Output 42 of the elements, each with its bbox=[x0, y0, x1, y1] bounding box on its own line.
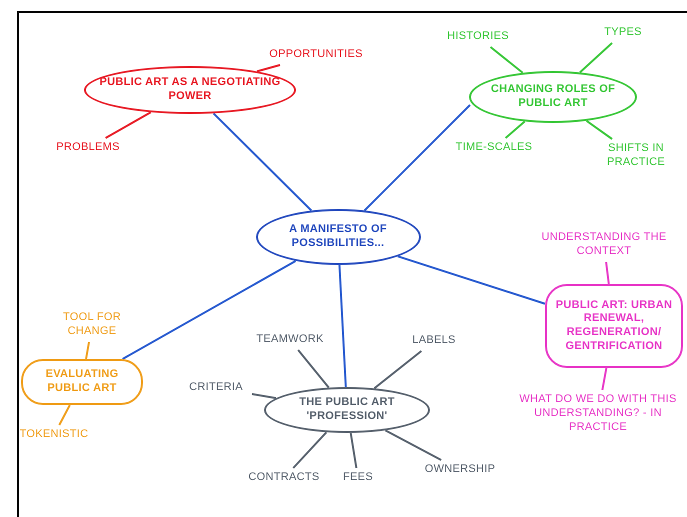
branch-label: LABELS bbox=[405, 333, 463, 349]
connector-line bbox=[58, 404, 71, 426]
branch-label: CRITERIA bbox=[182, 380, 250, 396]
branch-label: FEES bbox=[336, 470, 380, 486]
branch-label: TYPES bbox=[593, 25, 653, 41]
connector-line bbox=[398, 255, 546, 305]
connector-line bbox=[256, 64, 280, 72]
connector-line bbox=[350, 432, 358, 468]
connector-line bbox=[579, 42, 613, 74]
connector-line bbox=[297, 349, 330, 388]
topic-bubble: THE PUBLIC ART 'PROFESSION' bbox=[264, 387, 430, 433]
topic-bubble: A MANIFESTO OF POSSIBILITIES... bbox=[256, 209, 420, 265]
connector-line bbox=[605, 262, 610, 284]
branch-label: TEAMWORK bbox=[251, 332, 329, 348]
connector-line bbox=[364, 104, 471, 212]
branch-label: PROBLEMS bbox=[48, 140, 128, 156]
connector-line bbox=[586, 120, 613, 140]
branch-label: OWNERSHIP bbox=[417, 462, 503, 478]
branch-label: UNDERSTANDING THE CONTEXT bbox=[534, 230, 674, 260]
branch-label: OPPORTUNITIES bbox=[266, 47, 366, 63]
connector-line bbox=[338, 264, 347, 388]
connector-line bbox=[374, 350, 422, 390]
connector-line bbox=[252, 393, 276, 400]
branch-label: SHIFTS IN PRACTICE bbox=[601, 141, 671, 171]
connector-line bbox=[212, 112, 312, 212]
branch-label: CONTRACTS bbox=[244, 470, 324, 486]
topic-bubble: EVALUATING PUBLIC ART bbox=[21, 359, 143, 405]
topic-bubble: PUBLIC ART: URBAN RENEWAL, REGENERATION/ GENTRIFICATION bbox=[545, 284, 683, 368]
topic-bubble: CHANGING ROLES OF PUBLIC ART bbox=[469, 71, 637, 123]
topic-bubble: PUBLIC ART AS A NEGOTIATING POWER bbox=[84, 66, 296, 114]
branch-label: TOKENISTIC bbox=[14, 427, 94, 443]
connector-line bbox=[105, 111, 152, 139]
connector-line bbox=[504, 120, 526, 139]
connector-line bbox=[85, 342, 90, 360]
connector-line bbox=[601, 368, 608, 390]
connector-line bbox=[292, 432, 328, 469]
branch-label: TIME-SCALES bbox=[452, 140, 536, 156]
branch-label: TOOL FOR CHANGE bbox=[52, 310, 132, 340]
branch-label: WHAT DO WE DO WITH THIS UNDERSTANDING? - IN PRACTICE bbox=[510, 392, 686, 436]
connector-line bbox=[490, 46, 524, 74]
branch-label: HISTORIES bbox=[438, 29, 518, 45]
connector-line bbox=[122, 260, 296, 360]
